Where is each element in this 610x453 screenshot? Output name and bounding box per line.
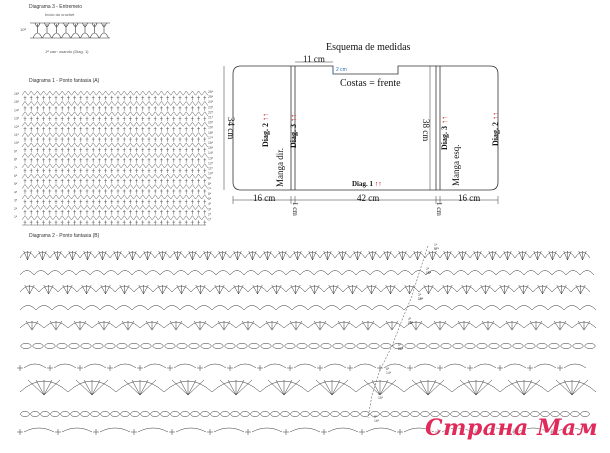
svg-text:9ª: 9ª	[434, 247, 438, 251]
svg-text:15ª: 15ª	[378, 396, 384, 400]
svg-text:25ª: 25ª	[208, 95, 214, 99]
svg-text:4ª: 4ª	[408, 317, 412, 321]
svg-text:17ª: 17ª	[434, 247, 440, 251]
svg-text:3ª: 3ª	[208, 207, 212, 211]
svg-text:2ª: 2ª	[208, 212, 212, 216]
svg-text:20ª: 20ª	[408, 321, 414, 325]
svg-text:23ª: 23ª	[208, 105, 214, 109]
svg-text:4ª: 4ª	[14, 190, 18, 194]
svg-text:6ª: 6ª	[208, 192, 212, 196]
svg-text:21ª: 21ª	[398, 347, 404, 351]
svg-text:8ª: 8ª	[14, 158, 18, 162]
svg-text:2ª: 2ª	[14, 207, 18, 211]
svg-text:11ª: 11ª	[208, 167, 214, 171]
schema-bottom-left: 16 cm	[253, 193, 276, 203]
svg-text:7ª: 7ª	[378, 392, 382, 396]
svg-text:5ª: 5ª	[14, 182, 18, 186]
schema-diag1: Diag. 1 ↑↑	[352, 180, 382, 188]
svg-text:8ª: 8ª	[374, 415, 378, 419]
schema-bottom-right: 16 cm	[458, 193, 481, 203]
svg-text:17ª: 17ª	[208, 136, 214, 140]
svg-text:3ª: 3ª	[418, 293, 422, 297]
svg-text:20ª: 20ª	[208, 121, 214, 125]
svg-text:13ª: 13ª	[398, 347, 404, 351]
svg-text:14ª: 14ª	[208, 151, 214, 155]
svg-text:8ª: 8ª	[208, 182, 212, 186]
diagram3-row-number: 10ª	[20, 27, 26, 32]
diagram3-title: Diagrama 3 - Entremeio	[29, 4, 83, 10]
svg-text:19ª: 19ª	[208, 126, 214, 130]
svg-text:9ª: 9ª	[208, 177, 212, 181]
svg-text:1ª: 1ª	[14, 215, 18, 219]
svg-text:9ª: 9ª	[14, 149, 18, 153]
svg-text:18ª: 18ª	[426, 271, 432, 275]
svg-text:5ª: 5ª	[398, 343, 402, 347]
svg-text:16ª: 16ª	[14, 92, 20, 96]
svg-text:18ª: 18ª	[208, 131, 214, 135]
diagram1-title: Diagrama 1 - Ponto fantasia (A)	[29, 78, 100, 84]
svg-text:16ª: 16ª	[208, 141, 214, 145]
svg-text:12ª: 12ª	[14, 125, 20, 129]
svg-text:2ª: 2ª	[426, 267, 430, 271]
svg-text:15ª: 15ª	[14, 100, 20, 104]
diagram3-row-top-label: Início do crochet	[45, 12, 75, 17]
svg-text:19ª: 19ª	[418, 297, 424, 301]
schema-bottom-center: 42 cm	[357, 193, 380, 203]
schema-neck-depth: 2 cm	[336, 67, 347, 73]
svg-text:12ª: 12ª	[408, 321, 414, 325]
svg-text:7ª: 7ª	[208, 187, 212, 191]
svg-text:13ª: 13ª	[208, 156, 214, 160]
svg-text:3ª: 3ª	[14, 199, 18, 203]
svg-text:4ª: 4ª	[208, 202, 212, 206]
diagram2-title: Diagrama 2 - Ponto fantasia (B)	[29, 233, 100, 239]
watermark-logo: Страна Мам	[425, 415, 598, 441]
svg-text:11ª: 11ª	[418, 297, 424, 301]
svg-text:10ª: 10ª	[14, 141, 20, 145]
svg-text:6ª: 6ª	[14, 174, 18, 178]
svg-text:10ª: 10ª	[426, 271, 432, 275]
svg-text:5ª: 5ª	[208, 197, 212, 201]
svg-text:16ª: 16ª	[374, 419, 380, 423]
svg-text:6ª: 6ª	[386, 367, 390, 371]
svg-text:1ª: 1ª	[434, 243, 438, 247]
svg-text:1ª: 1ª	[208, 218, 212, 222]
svg-text:7ª: 7ª	[14, 166, 18, 170]
svg-text:13ª: 13ª	[14, 117, 20, 121]
svg-text:14ª: 14ª	[14, 108, 20, 112]
svg-text:14ª: 14ª	[386, 371, 392, 375]
schema-title: Esquema de medidas	[326, 42, 411, 53]
svg-text:26ª: 26ª	[208, 90, 214, 94]
schema-top-width: 11 cm	[303, 54, 325, 64]
svg-text:22ª: 22ª	[208, 110, 214, 114]
svg-text:12ª: 12ª	[208, 161, 214, 165]
svg-text:11ª: 11ª	[14, 133, 20, 137]
diagram3-row-bottom-label: 1ª carr: usando (Diag. 1)	[45, 49, 89, 54]
svg-text:21ª: 21ª	[208, 116, 214, 120]
svg-text:15ª: 15ª	[208, 146, 214, 150]
svg-text:24ª: 24ª	[208, 100, 214, 104]
schema-center-label: Costas = frente	[340, 78, 401, 89]
svg-text:10ª: 10ª	[208, 172, 214, 176]
